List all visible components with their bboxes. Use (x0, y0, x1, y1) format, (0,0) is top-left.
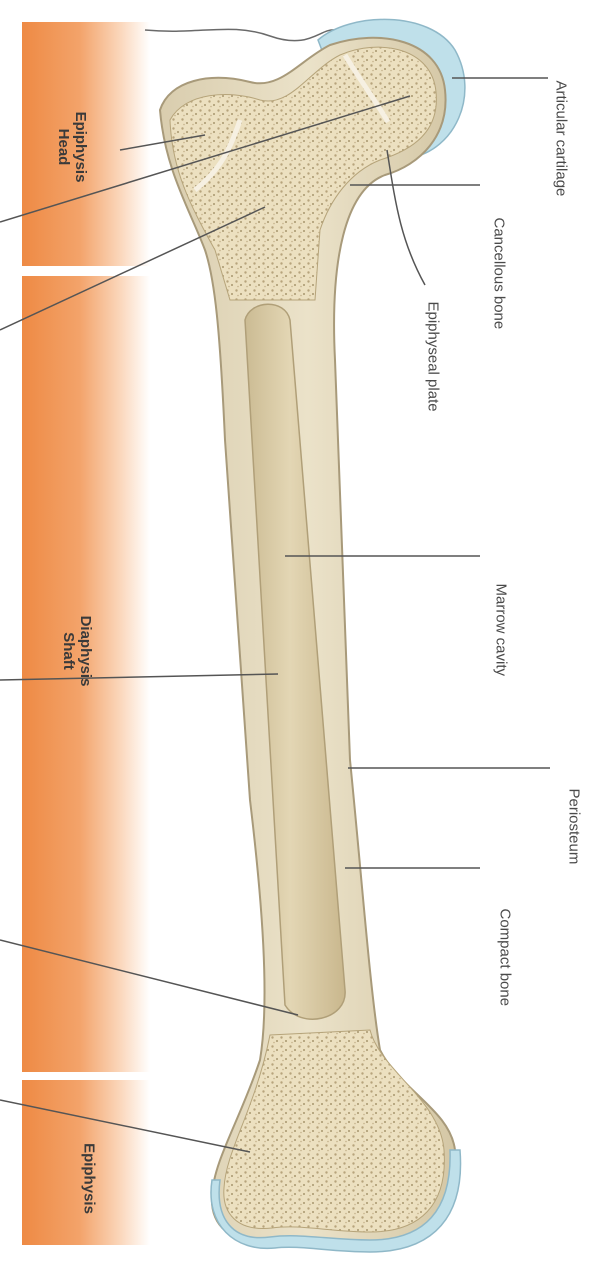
label-articular-cartilage: Articular cartilage (553, 81, 570, 241)
label-marrow-cavity: Marrow cavity (493, 584, 510, 714)
spongy-distal (224, 1030, 445, 1232)
leader-left-5 (0, 1100, 250, 1152)
label-periosteum: Periosteum (566, 789, 583, 889)
label-cancellous-bone: Cancellous bone (491, 218, 508, 358)
leader-left-3 (0, 674, 278, 680)
label-epiphyseal-plate: Epiphyseal plate (425, 302, 442, 442)
leader-left-4 (0, 940, 298, 1015)
outline-line (145, 29, 335, 40)
label-compact-bone: Compact bone (497, 909, 514, 1029)
